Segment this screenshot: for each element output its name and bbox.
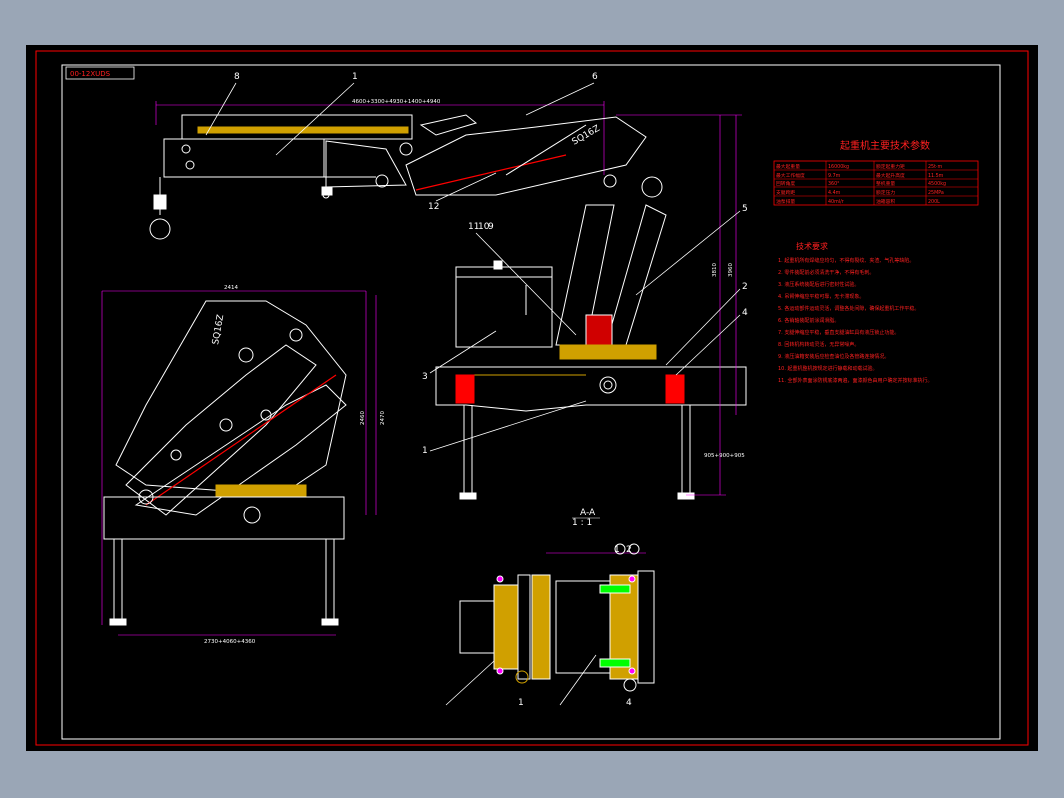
tech-item: 11. 全部外表面涂防锈底漆两遍，面漆颜色由用户确定并按标准执行。 [778, 377, 933, 384]
tech-item: 2. 零件装配前必须清洗干净，不得有毛刺。 [778, 269, 874, 276]
tech-item: 8. 回转机构转动灵活，无异常噪声。 [778, 341, 859, 348]
dim-right-height-b: 3960 [728, 263, 734, 277]
param-cell: 25MPa [928, 190, 944, 196]
section-title: A-A [580, 508, 596, 518]
part-number: 11 [468, 222, 479, 232]
param-cell: 额定压力 [876, 189, 895, 196]
code-box-text: 00-12XUDS [70, 70, 111, 78]
param-cell: 支腿跨距 [776, 189, 795, 196]
param-cell: 360° [828, 181, 840, 187]
model-text-2: SQ16Z [211, 314, 226, 346]
tech-title: 技术要求 [796, 241, 828, 251]
param-cell: 整机重量 [876, 180, 895, 187]
param-cell: 最大起重量 [776, 163, 800, 170]
param-cell: 11.5m [928, 173, 944, 179]
dim-top-span: 4600+3300+4930+1400+4940 [352, 99, 441, 105]
param-cell: 最大起升高度 [876, 172, 905, 179]
part-number: 10 [478, 222, 490, 232]
param-cell: 油箱容积 [876, 198, 895, 205]
section-subtitle: 1 : 1 [572, 518, 592, 528]
dim-left-width: 2414 [224, 285, 238, 291]
section-label: 2 [626, 545, 632, 555]
tech-requirements: 1. 起重机所有焊缝应均匀，不得有裂纹、夹渣、气孔等缺陷。 2. 零件装配前必须… [778, 257, 933, 384]
param-cell: 9.7m [828, 173, 841, 179]
column-view [435, 114, 747, 500]
part-number: 6 [592, 72, 598, 82]
dim-right-leg: 905+900+905 [704, 453, 745, 459]
part-number: 2 [742, 282, 748, 292]
part-number: 1 [352, 72, 358, 82]
dim-right-height-a: 3810 [712, 263, 718, 277]
tech-item: 5. 各运动部件运动灵活，调整各处间隙，确保起重机工作平稳。 [778, 305, 919, 312]
cad-drawing: 00-12XUDS SQ16Z [35, 50, 1029, 746]
param-cell: 额定起重力矩 [876, 163, 905, 170]
param-cell: 4500kg [928, 181, 946, 187]
part-number: 8 [234, 72, 240, 82]
param-cell: 25t·m [928, 164, 943, 170]
dim-left-base: 2730+4060+4360 [204, 639, 256, 645]
param-cell: 4.4m [828, 190, 841, 196]
part-number: 12 [428, 202, 439, 212]
folded-view [101, 290, 377, 636]
section-label: 1 [518, 698, 524, 708]
params-title: 起重机主要技术参数 [840, 139, 930, 152]
boom-side-view [149, 101, 663, 240]
param-cell: 40ml/r [828, 199, 844, 205]
param-cell: 200L [928, 199, 940, 205]
section-label: 1 [614, 545, 620, 555]
part-number: 5 [742, 204, 748, 214]
param-cell: 回转角度 [776, 180, 795, 187]
part-number: 1 [422, 446, 428, 456]
dim-left-height-b: 2470 [380, 411, 386, 425]
param-cell: 油泵排量 [776, 198, 795, 205]
tech-item: 7. 支腿伸缩应平稳，垂直支腿油缸具有液压锁止功能。 [778, 329, 899, 336]
part-number: 9 [488, 222, 494, 232]
tech-item: 1. 起重机所有焊缝应均匀，不得有裂纹、夹渣、气孔等缺陷。 [778, 257, 914, 264]
param-cell: 16000kg [828, 164, 849, 170]
dim-left-height-a: 2460 [360, 411, 366, 425]
param-cell: 最大工作幅度 [776, 172, 805, 179]
section-a-a [459, 543, 655, 692]
tech-item: 4. 吊臂伸缩应平稳可靠，无卡滞现象。 [778, 293, 864, 300]
drawing-sheet: 00-12XUDS SQ16Z [26, 45, 1038, 751]
code-box [65, 66, 135, 80]
part-number: 4 [742, 308, 748, 318]
tech-item: 3. 液压系统装配后进行密封性试验。 [778, 281, 859, 288]
part-number: 3 [422, 372, 428, 382]
section-label: 4 [626, 698, 632, 708]
tech-item: 9. 液压油箱安装后应检查油位及各管路连接情况。 [778, 353, 889, 360]
tech-item: 10. 起重机整机按规定进行静载和动载试验。 [778, 365, 878, 372]
tech-item: 6. 各销轴装配前涂润滑脂。 [778, 317, 839, 324]
model-text-1: SQ16Z [571, 124, 602, 148]
params-table: 最大起重量 16000kg 额定起重力矩 25t·m 最大工作幅度 9.7m 最… [773, 160, 979, 206]
